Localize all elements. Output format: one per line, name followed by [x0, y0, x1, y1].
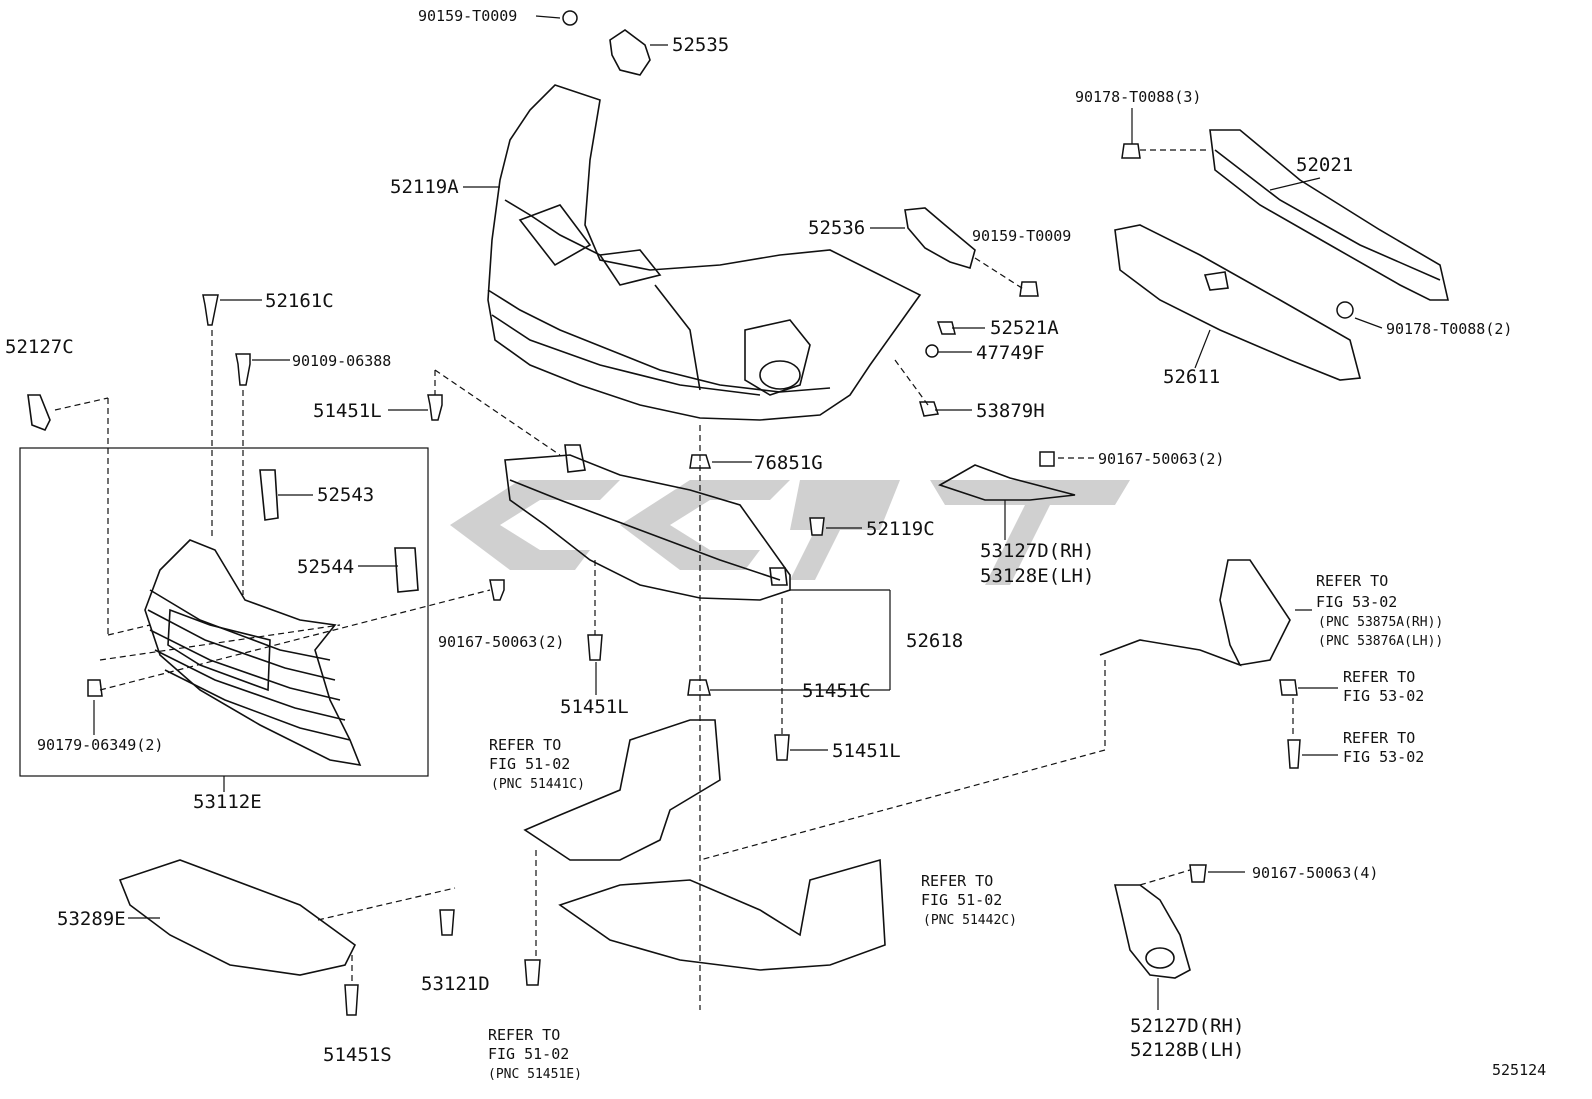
label-90167-right: 90167-50063(2) — [1098, 450, 1224, 468]
label-90167-4: 90167-50063(4) — [1252, 864, 1378, 882]
label-90179: 90179-06349(2) — [37, 736, 163, 754]
engine-under-covers — [523, 719, 886, 971]
lower-grille-53289E — [118, 859, 541, 1016]
ref-53-02-b-line2: FIG 53-02 — [1343, 687, 1424, 705]
label-52611: 52611 — [1163, 366, 1220, 388]
label-90159-top: 90159-T0009 — [418, 7, 517, 25]
label-51451L-c: 51451L — [832, 740, 901, 762]
clip-52127C — [27, 394, 51, 432]
small-fasteners-right — [919, 281, 1039, 417]
label-53879H: 53879H — [976, 400, 1045, 422]
under-cover-52618 — [504, 444, 791, 601]
label-52119C: 52119C — [866, 518, 935, 540]
deflector-53127D — [938, 464, 1076, 501]
label-90109: 90109-06388 — [292, 352, 391, 370]
ref-51-02-a-line1: REFER TO — [489, 736, 561, 754]
ref-51-02-a-line3: (PNC 51441C) — [491, 777, 585, 792]
ref-53-02-a-line3: (PNC 53875A(RH)) — [1318, 615, 1443, 630]
ref-53-02-c-line1: REFER TO — [1343, 729, 1415, 747]
ref-53-02-b-line1: REFER TO — [1343, 668, 1415, 686]
reinforcement-52021 — [1121, 129, 1450, 301]
label-51451C: 51451C — [802, 680, 871, 702]
label-53121D: 53121D — [421, 973, 490, 995]
part-labels: 90159-T0009 52535 52119A 52536 90159-T00… — [5, 7, 1546, 1082]
label-51451L-a: 51451L — [313, 400, 382, 422]
fasteners-center — [587, 454, 825, 761]
label-53112E: 53112E — [193, 791, 262, 813]
garnish-52127D — [1113, 864, 1207, 979]
diagram-id: 525124 — [1492, 1061, 1546, 1079]
ref-51-02-c-line2: FIG 51-02 — [488, 1045, 569, 1063]
watermark-logo — [450, 480, 1130, 585]
label-52127C: 52127C — [5, 336, 74, 358]
label-90159-mid: 90159-T0009 — [972, 227, 1071, 245]
ref-51-02-c-line1: REFER TO — [488, 1026, 560, 1044]
bolts-left — [202, 294, 505, 601]
label-90167-left: 90167-50063(2) — [438, 633, 564, 651]
grille-53112E — [87, 469, 419, 767]
ref-53-02-a-line2: FIG 53-02 — [1316, 593, 1397, 611]
label-52119A: 52119A — [390, 176, 459, 198]
label-53289E: 53289E — [57, 908, 126, 930]
label-52021: 52021 — [1296, 154, 1353, 176]
label-53127D: 53127D(RH) — [980, 540, 1094, 562]
label-52161C: 52161C — [265, 290, 334, 312]
ref-51-02-b-line1: REFER TO — [921, 872, 993, 890]
label-52128B: 52128B(LH) — [1130, 1039, 1244, 1061]
label-76851G: 76851G — [754, 452, 823, 474]
ref-53-02-a-line1: REFER TO — [1316, 572, 1388, 590]
label-51451L-b: 51451L — [560, 696, 629, 718]
label-52127D: 52127D(RH) — [1130, 1015, 1244, 1037]
label-90178-2: 90178-T0088(2) — [1386, 320, 1512, 338]
bracket-52536 — [904, 207, 976, 270]
ref-51-02-c-line3: (PNC 51451E) — [488, 1067, 582, 1082]
absorber-52611 — [1114, 224, 1362, 381]
label-52543: 52543 — [317, 484, 374, 506]
label-47749F: 47749F — [976, 342, 1045, 364]
ref-51-02-a-line2: FIG 51-02 — [489, 755, 570, 773]
bumper-cover-52119A — [487, 84, 922, 421]
label-52544: 52544 — [297, 556, 354, 578]
ref-53-02-c-line2: FIG 53-02 — [1343, 748, 1424, 766]
label-52618: 52618 — [906, 630, 963, 652]
label-52535: 52535 — [672, 34, 729, 56]
ref-51-02-b-line3: (PNC 51442C) — [923, 913, 1017, 928]
label-53128E: 53128E(LH) — [980, 565, 1094, 587]
ref-53-02-a-line4: (PNC 53876A(LH)) — [1318, 634, 1443, 649]
label-52521A: 52521A — [990, 317, 1059, 339]
label-90178-3: 90178-T0088(3) — [1075, 88, 1201, 106]
leader-lines — [54, 15, 1383, 1010]
fender-liner-right — [1099, 559, 1301, 769]
label-52536: 52536 — [808, 217, 865, 239]
bracket-52535 — [562, 10, 651, 76]
ref-51-02-b-line2: FIG 51-02 — [921, 891, 1002, 909]
label-51451S: 51451S — [323, 1044, 392, 1066]
